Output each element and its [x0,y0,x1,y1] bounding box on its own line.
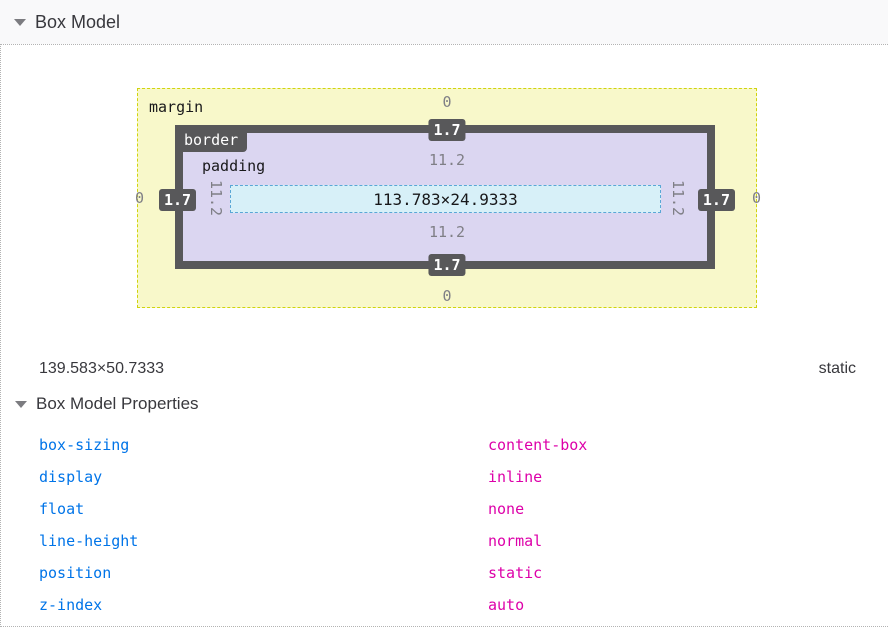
property-name: z-index [39,596,103,614]
property-value: auto [488,596,525,614]
property-row: z-index auto [1,589,888,621]
border-label: border [175,129,248,152]
property-name: position [39,564,112,582]
content-size-value[interactable]: 113.783×24.9333 [373,189,518,209]
padding-top-value[interactable]: 11.2 [428,151,466,169]
box-model-section-header[interactable]: Box Model [0,0,888,44]
padding-right-value[interactable]: 11.2 [669,179,687,217]
properties-list: box-sizing content-box display inline fl… [1,429,888,621]
property-value: static [488,564,543,582]
property-name: box-sizing [39,436,130,454]
border-top-value[interactable]: 1.7 [428,119,466,141]
property-name: float [39,500,85,518]
property-value: normal [488,532,543,550]
padding-label: padding [202,157,266,175]
property-row: float none [1,493,888,525]
property-row: position static [1,557,888,589]
content-region[interactable]: 113.783×24.9333 [230,185,661,213]
padding-left-value[interactable]: 11.2 [207,179,225,217]
element-dimensions: 139.583×50.7333 [39,360,165,377]
border-left-value[interactable]: 1.7 [159,189,197,211]
box-model-properties-header[interactable]: Box Model Properties [15,394,888,414]
margin-bottom-value[interactable]: 0 [442,287,452,305]
box-model-diagram: margin 0 border 1.7 11.2 padding 113.783… [135,88,761,308]
section-title: Box Model [35,11,121,32]
property-value: content-box [488,436,588,454]
padding-bottom-value[interactable]: 11.2 [428,223,466,241]
property-row: box-sizing content-box [1,429,888,461]
property-value: none [488,500,525,518]
margin-left-value[interactable]: 0 [135,189,145,207]
property-row: display inline [1,461,888,493]
margin-label: margin [149,98,204,116]
border-bottom-value[interactable]: 1.7 [428,254,466,276]
box-model-content: margin 0 border 1.7 11.2 padding 113.783… [0,44,888,627]
chevron-down-icon[interactable] [15,400,27,408]
element-position: static [818,360,856,377]
property-name: line-height [39,532,139,550]
margin-right-value[interactable]: 0 [751,189,761,207]
property-row: line-height normal [1,525,888,557]
property-value: inline [488,468,543,486]
margin-top-value[interactable]: 0 [442,93,452,111]
border-right-value[interactable]: 1.7 [697,189,735,211]
properties-title: Box Model Properties [36,394,199,413]
element-summary: 139.583×50.7333 static [39,360,856,378]
property-name: display [39,468,103,486]
chevron-down-icon[interactable] [14,18,26,26]
